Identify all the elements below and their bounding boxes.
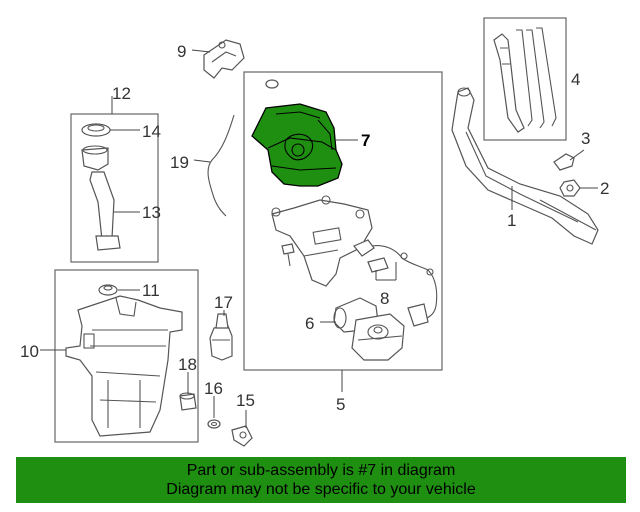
part-2-nut[interactable] [559,179,581,197]
part-13-filler-neck[interactable] [81,145,121,251]
part-17-washer-pump[interactable] [209,313,233,361]
callout-9: 9 [177,42,186,61]
part-7-clip [265,79,279,89]
callout-4: 4 [571,70,580,89]
part-4-wiper-blades[interactable] [493,27,557,133]
group-box-4 [483,17,567,141]
callout-8: 8 [380,289,389,308]
part-15-washer-nozzle[interactable] [231,425,253,447]
part-5-bolt [281,243,295,267]
banner-line-1: Part or sub-assembly is #7 in diagram [186,462,456,479]
part-8-connector-harness[interactable] [353,239,438,327]
banner-line-2: Diagram may not be specific to your vehi… [166,481,476,498]
callout-12: 12 [112,84,131,103]
group-box-10 [54,269,199,443]
info-banner: Part or sub-assembly is #7 in diagram Di… [16,457,626,503]
callout-6: 6 [305,314,314,333]
callout-11: 11 [142,281,160,300]
part-11-grommet[interactable] [98,284,118,296]
callout-18: 18 [178,355,197,374]
part-10-washer-reservoir[interactable] [65,295,183,437]
group-box-5 [243,71,443,371]
callout-13: 13 [142,203,161,222]
callout-1: 1 [507,211,516,230]
part-3-cap[interactable] [553,153,575,171]
callout-10: 10 [20,342,39,361]
callout-5: 5 [336,395,345,414]
part-19-hose[interactable] [207,114,235,217]
callout-17: 17 [214,293,233,312]
callout-2: 2 [600,179,609,198]
part-9-bracket[interactable] [203,39,245,79]
callout-16: 16 [204,379,223,398]
callout-3: 3 [581,129,590,148]
callout-14: 14 [142,122,161,141]
callout-15: 15 [236,391,255,410]
part-6-wiper-motor[interactable] [333,297,405,361]
part-5-linkage-bracket[interactable] [271,195,373,287]
part-7-wiper-motor-cover[interactable] [251,103,343,187]
callout-7: 7 [361,131,370,150]
callout-19: 19 [170,153,189,172]
part-18-pump-grommet[interactable] [179,392,197,411]
group-box-12 [70,113,159,263]
leader-lines [40,49,598,428]
part-14-cap[interactable] [81,123,111,137]
part-1-wiper-arm[interactable] [451,87,599,245]
part-16-washer[interactable] [207,419,221,429]
